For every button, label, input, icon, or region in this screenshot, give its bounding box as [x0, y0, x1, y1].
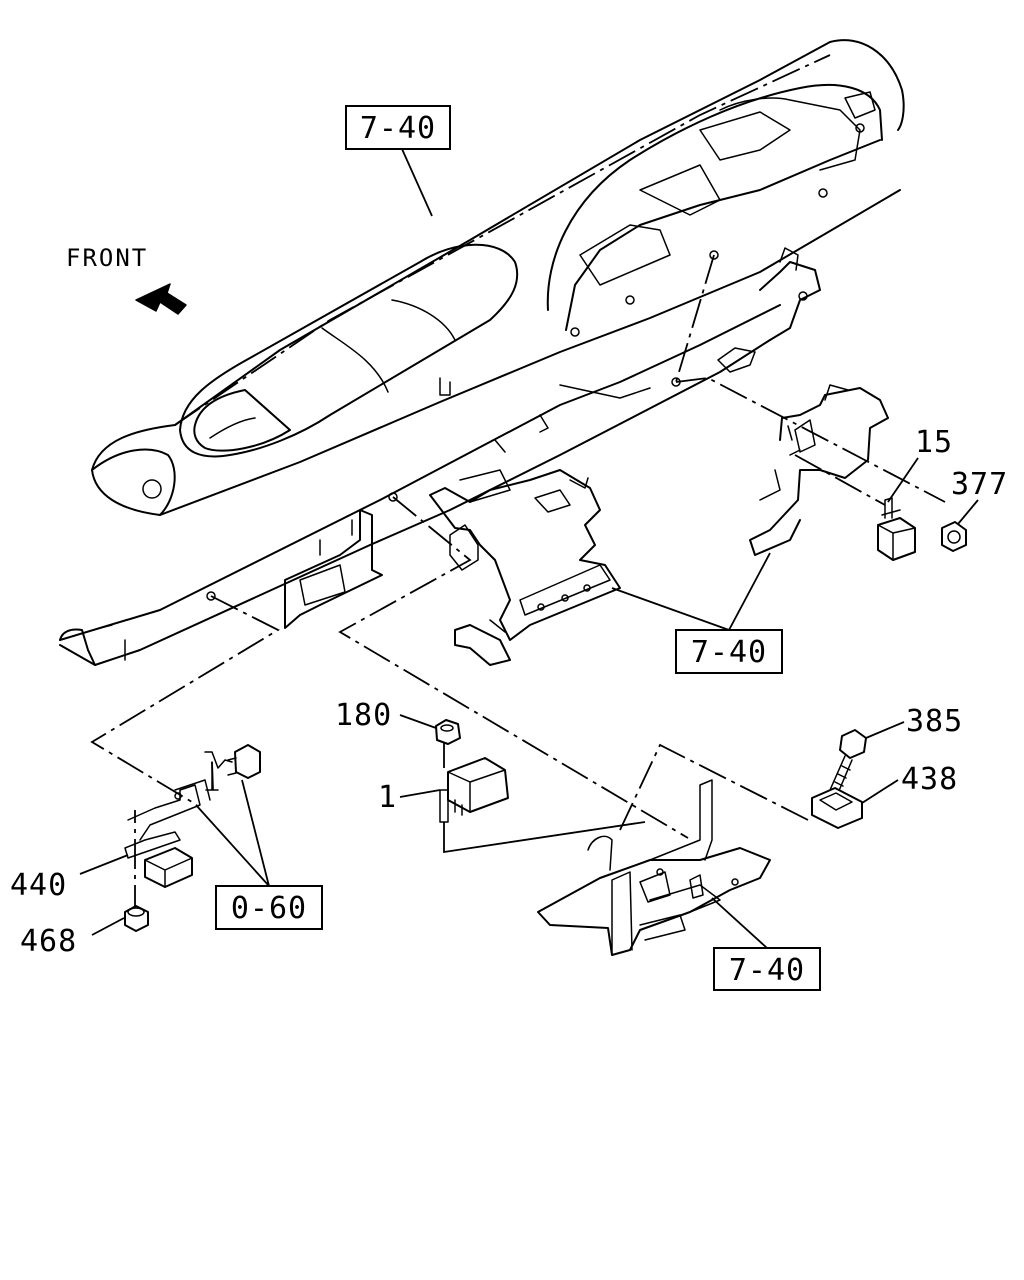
callout-1: 1	[378, 780, 441, 815]
clip-bolt	[204, 744, 261, 791]
ref-box-middle-label: 7-40	[691, 635, 767, 670]
part-15-relay	[877, 497, 916, 561]
part-468-nut	[124, 905, 149, 932]
callout-440: 440	[10, 854, 129, 903]
callout-15: 15	[887, 425, 953, 503]
part-438-grommet	[811, 787, 863, 829]
callout-468: 468	[20, 917, 125, 959]
ref-box-bottom: 7-40	[711, 897, 821, 991]
ref-box-middle: 7-40	[611, 552, 783, 674]
floor-bracket	[537, 779, 771, 956]
front-indicator: FRONT	[66, 244, 187, 315]
ref-box-left: 0-60	[195, 779, 323, 930]
callout-377: 377	[951, 467, 1008, 525]
callout-385-label: 385	[906, 704, 963, 739]
callout-440-label: 440	[10, 868, 67, 903]
ref-box-left-label: 0-60	[231, 891, 307, 926]
part-440-relay	[124, 779, 211, 888]
part-385-bolt	[829, 729, 867, 794]
callout-468-label: 468	[20, 924, 77, 959]
callout-438-label: 438	[901, 762, 958, 797]
callout-377-label: 377	[951, 467, 1008, 502]
right-bracket	[749, 384, 889, 556]
callout-180-label: 180	[335, 698, 392, 733]
part-1-module	[439, 757, 646, 854]
callout-180: 180	[335, 698, 437, 733]
front-arrow-icon	[135, 283, 187, 315]
instrument-panel	[91, 39, 905, 516]
front-label: FRONT	[66, 244, 148, 272]
callout-385: 385	[865, 704, 963, 739]
guide-lines	[90, 377, 946, 915]
cross-member	[59, 247, 821, 666]
callout-1-label: 1	[378, 780, 397, 815]
center-stay-bracket	[429, 469, 621, 666]
ref-box-top: 7-40	[345, 105, 451, 217]
callout-15-label: 15	[915, 425, 953, 460]
part-180-nut	[435, 719, 461, 745]
ref-box-top-label: 7-40	[360, 111, 436, 146]
callout-438: 438	[861, 762, 958, 804]
ref-box-bottom-label: 7-40	[729, 953, 805, 988]
part-377-nut	[941, 521, 967, 552]
